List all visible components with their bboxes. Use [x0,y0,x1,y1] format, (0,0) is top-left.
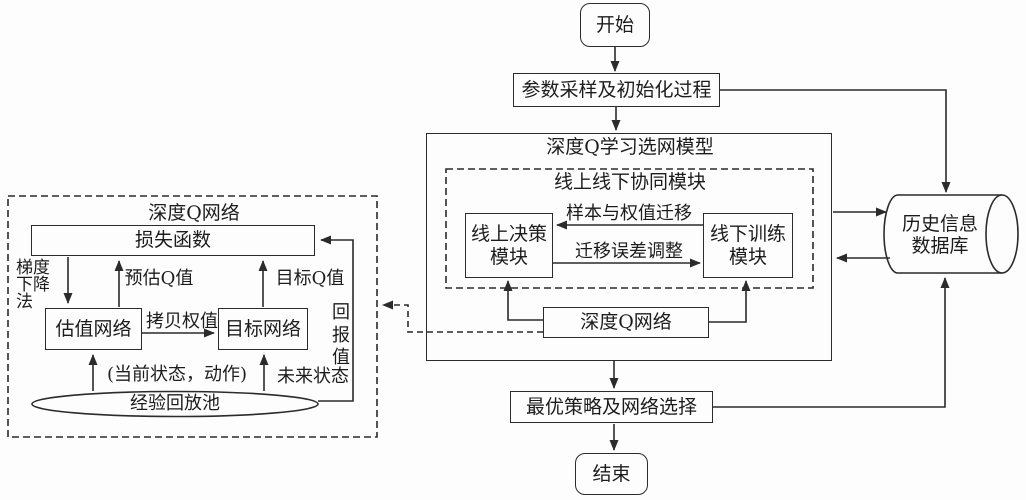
database-cylinder-icon [883,194,1019,274]
future-state-label: 未来状态 [277,366,349,387]
arrow-lines [63,47,951,451]
dqn-detail-dashed-box [7,195,378,438]
history-database-label: 历史信息 数据库 [901,213,978,257]
transfer-error-adjust-label: 迁移误差调整 [575,241,683,262]
dqn-detail-title: 深度Q网络 [148,202,240,224]
dqn-detail-reference-arrow [382,300,543,333]
param-init-node: 参数采样及初始化过程 [513,73,720,107]
online-decision-module-node: 线上决策 模块 [465,213,553,278]
collab-module-title: 线上线下协同模块 [553,171,706,193]
sample-weight-transfer-label: 样本与权值迁移 [566,203,692,224]
copy-weights-label: 拷贝权值 [146,311,218,332]
target-q-label: 目标Q值 [275,268,345,289]
current-state-action-label: (当前状态，动作) [106,364,248,385]
gradient-descent-label: 梯度 下降 法 [16,258,50,312]
reward-value-label: 回 报 值 [332,302,350,368]
offline-training-module-node: 线下训练 模块 [703,213,793,278]
model-container-box [426,133,832,361]
replay-pool-ellipse [31,390,319,418]
target-network-node: 目标网络 [218,308,308,350]
dqn-node: 深度Q网络 [543,307,709,338]
optimal-select-node: 最优策略及网络选择 [510,391,713,423]
model-title: 深度Q学习选网模型 [546,136,714,158]
loss-function-node: 损失函数 [31,225,315,256]
replay-pool-label: 经验回放池 [130,393,220,414]
value-network-node: 估值网络 [45,308,142,350]
estimated-q-label: 预估Q值 [124,268,194,289]
end-node: 结束 [575,453,648,495]
start-node: 开始 [580,3,650,47]
